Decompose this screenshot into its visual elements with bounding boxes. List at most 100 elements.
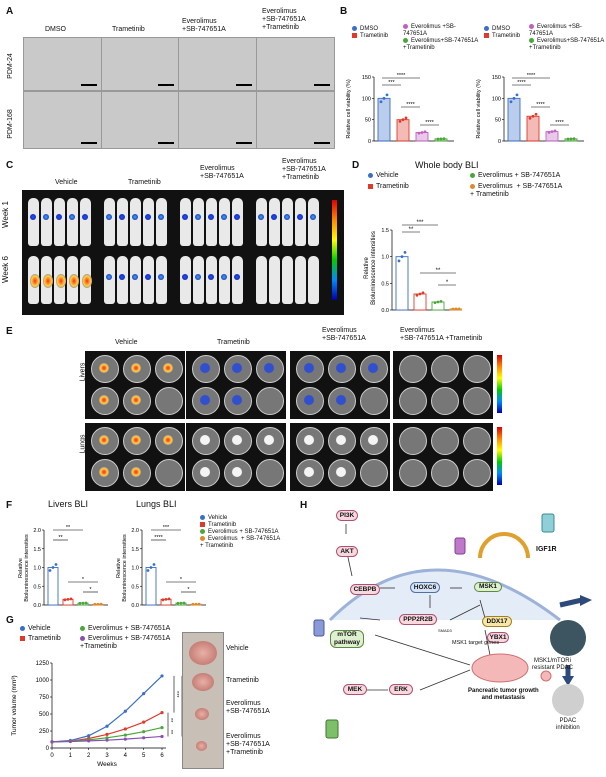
legend-item: Everolimus+SB-747651A +Trametinib bbox=[403, 38, 478, 52]
bar bbox=[396, 119, 410, 142]
mouse bbox=[282, 256, 293, 304]
x-tick-label: 3 bbox=[105, 753, 109, 759]
legend-item: Trametinib bbox=[200, 522, 300, 529]
data-point bbox=[420, 131, 424, 134]
e-col-1: Vehicle bbox=[115, 339, 138, 346]
data-point bbox=[566, 137, 570, 141]
bli-signal bbox=[264, 363, 274, 373]
y-tick-label: 1.0 bbox=[131, 566, 139, 572]
data-point bbox=[81, 601, 85, 605]
bli-signal bbox=[232, 467, 242, 477]
data-point bbox=[572, 137, 576, 141]
plate-well bbox=[155, 459, 183, 487]
h-node-pi3k: PI3K bbox=[336, 510, 358, 521]
legend-item: DMSO bbox=[352, 26, 472, 33]
bli-signal bbox=[132, 274, 138, 280]
data-point bbox=[105, 724, 109, 728]
sig-label: ** bbox=[167, 718, 173, 723]
bli-signal bbox=[232, 435, 242, 445]
plate-well bbox=[360, 459, 388, 487]
plate-well bbox=[256, 459, 284, 487]
bli-signal bbox=[158, 214, 164, 220]
bli-signal bbox=[131, 395, 141, 405]
bli-signal bbox=[69, 274, 79, 288]
h-node-hoxc6: HOXC6 bbox=[410, 582, 440, 593]
data-point bbox=[569, 137, 573, 141]
data-point bbox=[164, 597, 168, 601]
mouse bbox=[232, 256, 243, 304]
bli-signal bbox=[208, 274, 214, 280]
y-axis-label: Relative cell viability (%) bbox=[476, 79, 482, 138]
c-row-1: Week 1 bbox=[0, 201, 10, 228]
data-point bbox=[123, 737, 127, 741]
sig-label: * bbox=[187, 587, 190, 593]
bli-signal bbox=[271, 214, 277, 220]
bli-signal bbox=[336, 435, 346, 445]
bli-signal bbox=[304, 363, 314, 373]
micrograph bbox=[23, 37, 102, 91]
bli-signal bbox=[232, 363, 242, 373]
sig-label: **** bbox=[517, 80, 526, 86]
mouse bbox=[295, 198, 306, 246]
y-tick-label: 0.5 bbox=[381, 281, 389, 287]
y-tick-label: 2.0 bbox=[33, 528, 41, 534]
y-axis-label: Relative bbox=[364, 257, 370, 279]
data-point bbox=[105, 732, 109, 736]
series-line bbox=[51, 675, 163, 743]
mouse bbox=[143, 256, 154, 304]
data-point bbox=[161, 598, 165, 602]
panel-h-label: H bbox=[300, 500, 308, 511]
x-tick-label: 1 bbox=[69, 753, 73, 759]
data-point bbox=[515, 93, 519, 97]
micrograph bbox=[23, 91, 102, 149]
data-point bbox=[54, 563, 58, 566]
data-point bbox=[142, 692, 146, 696]
micrograph bbox=[101, 37, 179, 91]
data-point bbox=[96, 602, 100, 606]
sig-label: *** bbox=[173, 691, 179, 698]
data-point bbox=[66, 597, 70, 601]
data-point bbox=[182, 601, 186, 605]
bli-signal bbox=[336, 395, 346, 405]
sig-label: *** bbox=[388, 80, 395, 86]
y-tick-label: 100 bbox=[362, 96, 371, 102]
c-bli-image bbox=[22, 190, 344, 315]
h-node-ppp2r2b: PPP2R2B bbox=[399, 614, 437, 625]
h-node-mtor: mTOR pathway bbox=[330, 630, 364, 648]
data-point bbox=[439, 299, 443, 303]
data-point bbox=[433, 301, 437, 305]
y-tick-label: 50 bbox=[495, 118, 501, 124]
mouse bbox=[104, 256, 115, 304]
plate-well bbox=[91, 427, 119, 455]
bli-signal bbox=[310, 214, 316, 220]
y-tick-label: 0.5 bbox=[131, 584, 139, 590]
y-axis-label: Bioluminescence intensities bbox=[24, 534, 30, 602]
mouse bbox=[206, 198, 217, 246]
y-tick-label: 1.5 bbox=[131, 547, 139, 553]
bli-signal bbox=[163, 363, 173, 373]
sig-label: ** bbox=[58, 535, 63, 541]
data-point bbox=[531, 114, 535, 118]
x-tick-label: 0 bbox=[50, 753, 54, 759]
data-point bbox=[160, 674, 164, 678]
y-tick-label: 1250 bbox=[36, 661, 50, 667]
data-point bbox=[553, 129, 557, 133]
data-point bbox=[87, 739, 91, 743]
bli-signal bbox=[208, 214, 214, 220]
h-text-growth: Pancreatic tumor growth and metastasis bbox=[468, 688, 539, 701]
sig-label: **** bbox=[527, 73, 536, 79]
bli-signal bbox=[30, 274, 40, 288]
legend-item: Everolimus + SB-747651A +Trametinib bbox=[80, 635, 171, 650]
g-photo-label-4: Everolimus +SB-747651A +Trametinib bbox=[226, 733, 270, 756]
bli-signal bbox=[297, 214, 303, 220]
y-tick-label: 100 bbox=[492, 96, 501, 102]
c-row-2: Week 6 bbox=[0, 256, 10, 283]
data-point bbox=[421, 291, 425, 295]
mouse bbox=[28, 198, 39, 246]
x-axis-label: Weeks bbox=[97, 761, 117, 768]
h-text-inhibition: PDAC inhibition bbox=[556, 718, 580, 731]
sig-label: ** bbox=[409, 227, 414, 233]
data-point bbox=[415, 293, 419, 297]
data-point bbox=[51, 566, 55, 569]
plate-well bbox=[256, 387, 284, 415]
